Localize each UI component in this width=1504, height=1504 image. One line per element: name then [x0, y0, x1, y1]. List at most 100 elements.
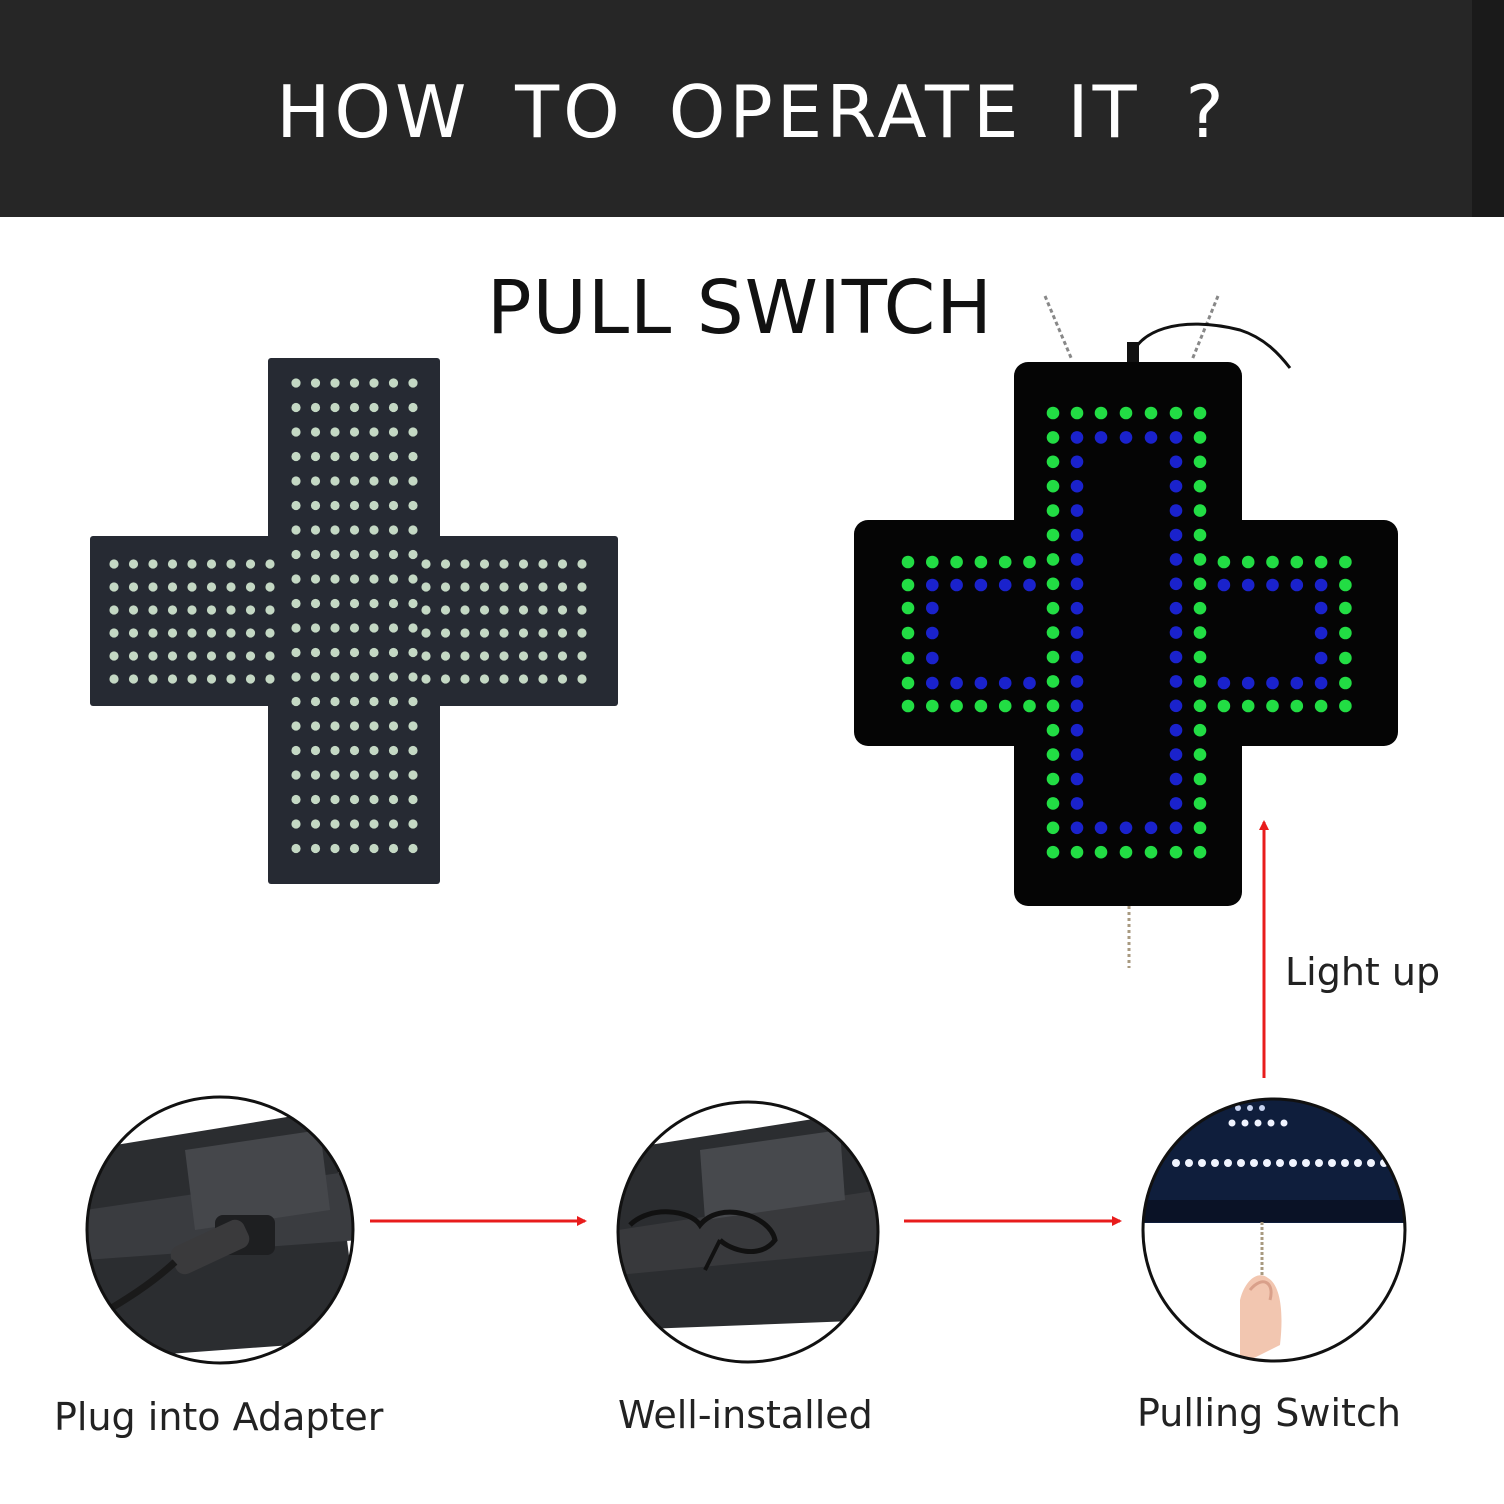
- green-led: [1339, 676, 1352, 690]
- page-title: HOW TO OPERATE IT ?: [276, 70, 1228, 154]
- blue-led: [1023, 578, 1036, 592]
- green-led: [1193, 406, 1207, 420]
- off-led: [577, 605, 587, 615]
- blue-led: [1169, 504, 1183, 517]
- off-led: [408, 549, 418, 560]
- off-led: [310, 672, 321, 682]
- off-led: [557, 605, 568, 615]
- off-led: [460, 628, 470, 638]
- blue-led: [926, 626, 939, 640]
- off-led: [440, 605, 451, 615]
- header-edge: [1472, 0, 1504, 217]
- green-led: [1046, 797, 1060, 810]
- green-led: [901, 601, 915, 615]
- off-led: [167, 582, 178, 592]
- off-led: [349, 672, 360, 682]
- off-led: [557, 559, 568, 569]
- off-led: [148, 628, 158, 638]
- off-led: [330, 672, 340, 682]
- off-led: [128, 651, 139, 661]
- off-led: [291, 476, 301, 486]
- off-led: [479, 559, 490, 569]
- off-led: [226, 628, 236, 638]
- blue-led: [1290, 578, 1304, 592]
- green-led: [1241, 699, 1255, 713]
- off-led: [291, 549, 301, 560]
- green-led: [1046, 553, 1060, 566]
- blue-led: [1070, 772, 1084, 786]
- green-led: [1193, 431, 1207, 444]
- photo-led: [1185, 1159, 1193, 1167]
- blue-led: [1070, 797, 1084, 810]
- off-led: [538, 651, 548, 661]
- off-led: [128, 628, 139, 638]
- blue-led: [1169, 479, 1183, 493]
- green-led: [1193, 748, 1207, 761]
- off-led: [349, 696, 360, 707]
- off-led: [577, 674, 587, 684]
- off-led: [408, 623, 418, 633]
- green-led: [1046, 675, 1060, 688]
- blue-led: [1070, 675, 1084, 688]
- off-led: [518, 605, 529, 615]
- green-led: [1193, 479, 1207, 493]
- green-led: [1046, 723, 1060, 737]
- blue-led: [1070, 821, 1084, 835]
- blue-led: [1266, 676, 1279, 690]
- off-led: [388, 574, 399, 584]
- off-led: [310, 721, 321, 731]
- off-led: [109, 605, 119, 615]
- blue-led: [1094, 431, 1108, 444]
- off-led: [518, 651, 529, 661]
- photo-led: [1211, 1159, 1219, 1167]
- blue-led: [1023, 676, 1036, 690]
- green-led: [1339, 601, 1352, 615]
- off-led: [557, 582, 568, 592]
- off-led: [388, 402, 399, 413]
- off-led: [369, 794, 379, 805]
- off-led: [479, 651, 490, 661]
- off-led: [349, 721, 360, 731]
- off-led: [538, 559, 548, 569]
- green-led: [1119, 845, 1133, 859]
- green-led: [1046, 650, 1060, 664]
- green-led: [1339, 699, 1352, 713]
- off-led: [460, 651, 470, 661]
- off-led: [310, 500, 321, 511]
- green-led: [1314, 699, 1328, 713]
- green-led: [1339, 555, 1352, 569]
- off-led: [330, 843, 340, 854]
- photo-led: [1237, 1159, 1245, 1167]
- off-led: [440, 559, 451, 569]
- off-led: [291, 721, 301, 731]
- off-led: [245, 674, 256, 684]
- off-led: [128, 605, 139, 615]
- off-led: [349, 476, 360, 486]
- blue-led: [1169, 455, 1183, 469]
- off-led: [206, 628, 217, 638]
- off-led: [330, 721, 340, 731]
- green-led: [1314, 555, 1328, 569]
- dc-plug-photo-icon: [85, 1095, 355, 1365]
- blue-led: [1070, 528, 1084, 542]
- off-led: [330, 476, 340, 486]
- pull-chain-hand-photo-icon: [1141, 1097, 1407, 1363]
- off-led: [226, 674, 236, 684]
- green-led: [1119, 406, 1133, 420]
- off-led: [310, 794, 321, 805]
- off-led: [187, 674, 197, 684]
- off-led: [369, 451, 379, 462]
- blue-led: [1070, 455, 1084, 469]
- green-led: [1046, 821, 1060, 835]
- green-led: [1193, 650, 1207, 664]
- off-led: [369, 476, 379, 486]
- off-led: [518, 559, 529, 569]
- green-led: [1169, 845, 1183, 859]
- off-led: [291, 819, 301, 829]
- off-led: [388, 500, 399, 511]
- off-led: [109, 582, 119, 592]
- off-led: [388, 721, 399, 731]
- green-led: [1169, 406, 1183, 420]
- off-led: [388, 672, 399, 682]
